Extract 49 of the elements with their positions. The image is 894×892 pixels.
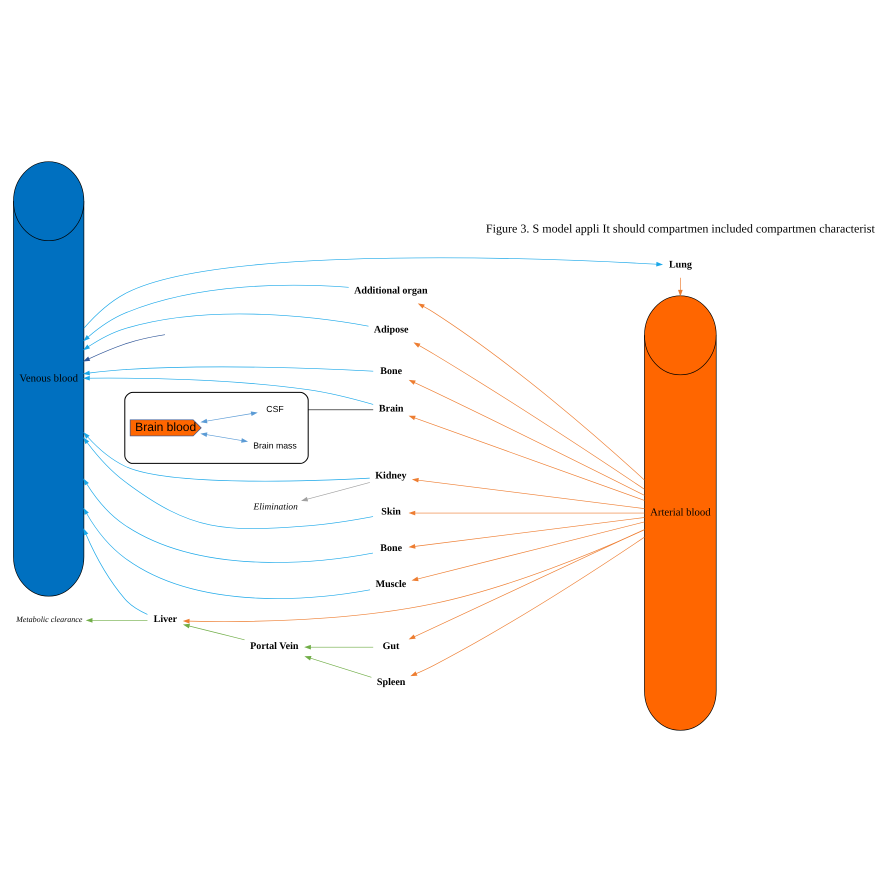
connector	[308, 409, 374, 410]
node-text: Portal Vein	[250, 640, 298, 652]
arrow	[304, 644, 374, 650]
arrow	[678, 277, 683, 297]
node-text: Lung	[668, 259, 692, 270]
cluster	[124, 392, 309, 464]
node-text: Adipose	[374, 324, 409, 336]
arrow	[83, 284, 350, 342]
label: Figure 3. S model appli It should compartmen included compartmen characterist	[486, 221, 875, 236]
arrow	[83, 432, 370, 482]
node-text: Bone	[380, 366, 402, 377]
arrow	[84, 257, 664, 328]
node-text: Brain mass	[253, 440, 297, 450]
node-text: Gut	[382, 640, 400, 652]
arrow	[412, 522, 645, 582]
arrow	[83, 314, 369, 350]
arrow	[83, 437, 374, 530]
arrow	[408, 517, 645, 549]
arrow	[83, 508, 370, 599]
arrow	[83, 376, 374, 405]
arrow	[86, 618, 148, 623]
arrow	[83, 334, 166, 362]
arrow	[200, 432, 248, 443]
arrow	[408, 416, 645, 501]
node-text: CSF	[266, 404, 284, 414]
arrow	[304, 656, 372, 678]
node-text: Liver	[154, 614, 178, 626]
arrow	[412, 478, 645, 509]
arrow	[182, 529, 645, 624]
node-text: Brain	[378, 403, 404, 414]
arrow	[83, 478, 374, 563]
arrow	[410, 536, 645, 676]
node-text: Elimination	[254, 502, 298, 512]
arrow	[418, 303, 645, 480]
arrow	[84, 528, 148, 615]
arrow	[200, 411, 258, 424]
node-text: Kidney	[375, 470, 407, 482]
arrow	[83, 366, 374, 376]
arrow	[408, 529, 645, 640]
arrow	[408, 510, 645, 516]
arrow	[182, 624, 245, 640]
node-text: Bone	[380, 542, 402, 554]
node-text: Skin	[381, 506, 401, 518]
arrow	[301, 482, 370, 502]
arrow	[413, 342, 645, 490]
node-text: Additional organ	[354, 285, 428, 296]
node-text: Spleen	[376, 677, 406, 688]
node-text: Muscle	[376, 579, 406, 590]
arrow	[408, 380, 645, 496]
